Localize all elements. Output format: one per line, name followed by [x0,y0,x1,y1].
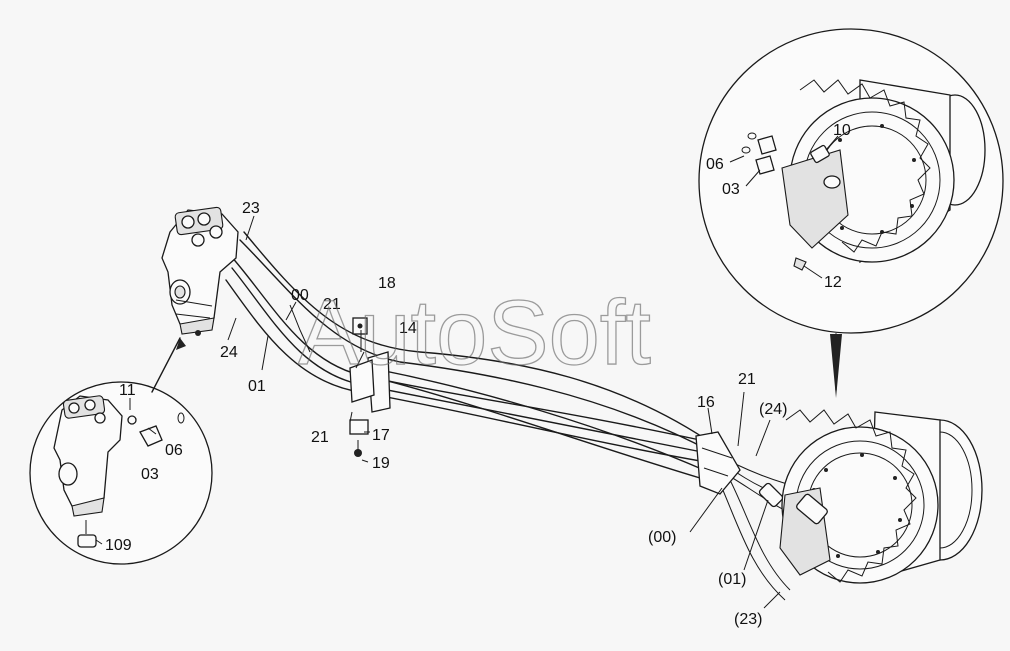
callout-03-right: 03 [722,181,740,198]
right-travel-motor-sprocket [758,409,983,584]
callout-03-left: 03 [141,466,159,483]
hose-clamp-right [695,431,741,495]
callout-06-left: 06 [165,442,183,459]
callout-00: 00 [291,287,309,304]
detail-circle-right [698,28,1004,334]
callout-23: 23 [242,200,260,217]
left-travel-motor [161,206,239,336]
hose-bundle [225,231,811,601]
callout-labels: 23 00 24 01 18 21 14 21 17 19 16 21 (24)… [105,122,851,628]
callout-19: 19 [372,455,390,472]
callout-00-paren: (00) [648,529,676,546]
callout-21-right: 21 [738,371,756,388]
callout-24-paren: (24) [759,401,787,418]
callout-21-top: 21 [323,296,341,313]
hose-clamp-assembly [349,317,391,457]
leader-lines [95,135,839,609]
callout-11: 11 [119,382,136,399]
detail-circle-left [29,381,213,565]
callout-01-paren: (01) [718,571,746,588]
callout-06-right: 06 [706,156,724,173]
callout-12: 12 [824,274,842,291]
callout-10: 10 [833,122,851,139]
detail-pointers [151,333,842,398]
callout-14: 14 [399,320,417,337]
callout-23-paren: (23) [734,611,762,628]
callout-109: 109 [105,537,132,554]
callout-17: 17 [372,427,390,444]
callout-21-bottom: 21 [311,429,329,446]
watermark: AutoSoft [298,282,651,384]
callout-24: 24 [220,344,238,361]
callout-16: 16 [697,394,715,411]
callout-18: 18 [378,275,396,292]
callout-01: 01 [248,378,266,395]
